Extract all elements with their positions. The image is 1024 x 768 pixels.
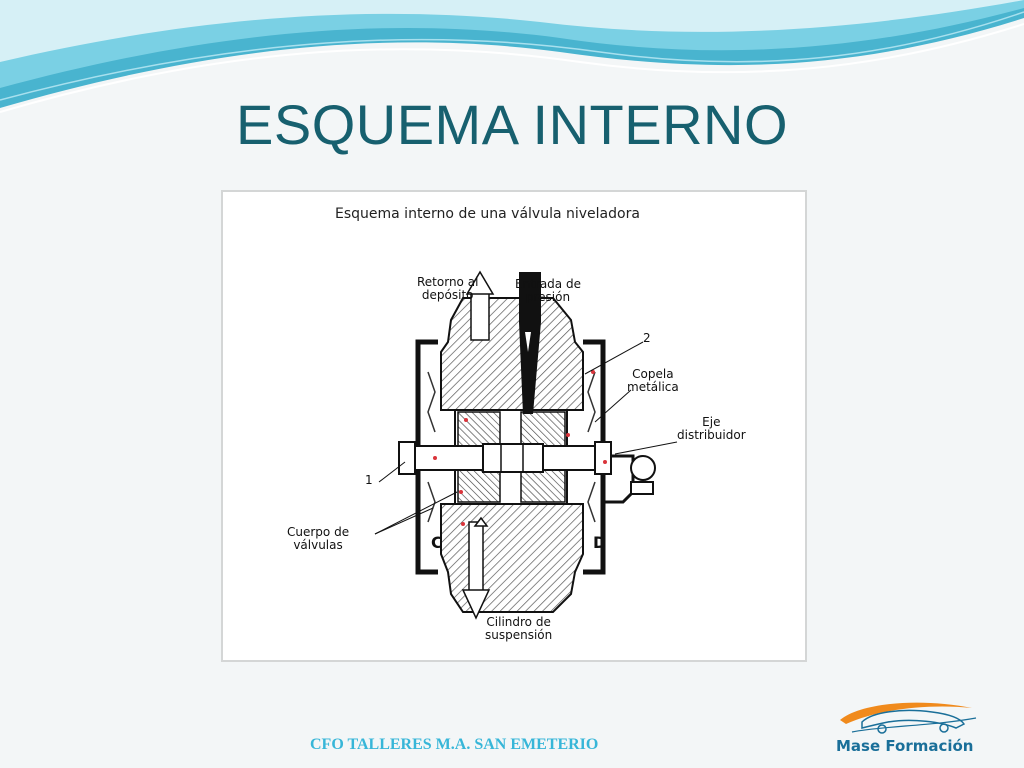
label-c: C [431,533,443,552]
label-cilindro: Cilindro de suspensión [485,615,553,642]
label-cuerpo: Cuerpo de válvulas [287,525,350,552]
valve-diagram: Esquema interno de una válvula nivelador… [221,190,807,662]
label-d: D [593,533,607,552]
label-retorno: Retorno al depósito [417,275,479,302]
label-eje: Eje distribuidor [677,415,746,442]
valve-cross-section [374,270,678,620]
mase-formacion-logo [840,702,977,734]
label-number-1: 1 [365,473,373,487]
slide-title: ESQUEMA INTERNO [235,93,789,156]
label-number-2: 2 [643,331,651,345]
logo-text: Mase Formación [836,737,974,755]
label-entrada: Entrada de presión [515,277,581,304]
footer-text: CFO TALLERES M.A. SAN EMETERIO [310,736,599,753]
diagram-title: Esquema interno de una válvula nivelador… [335,206,640,222]
label-copela: Copela metálica [627,367,679,394]
